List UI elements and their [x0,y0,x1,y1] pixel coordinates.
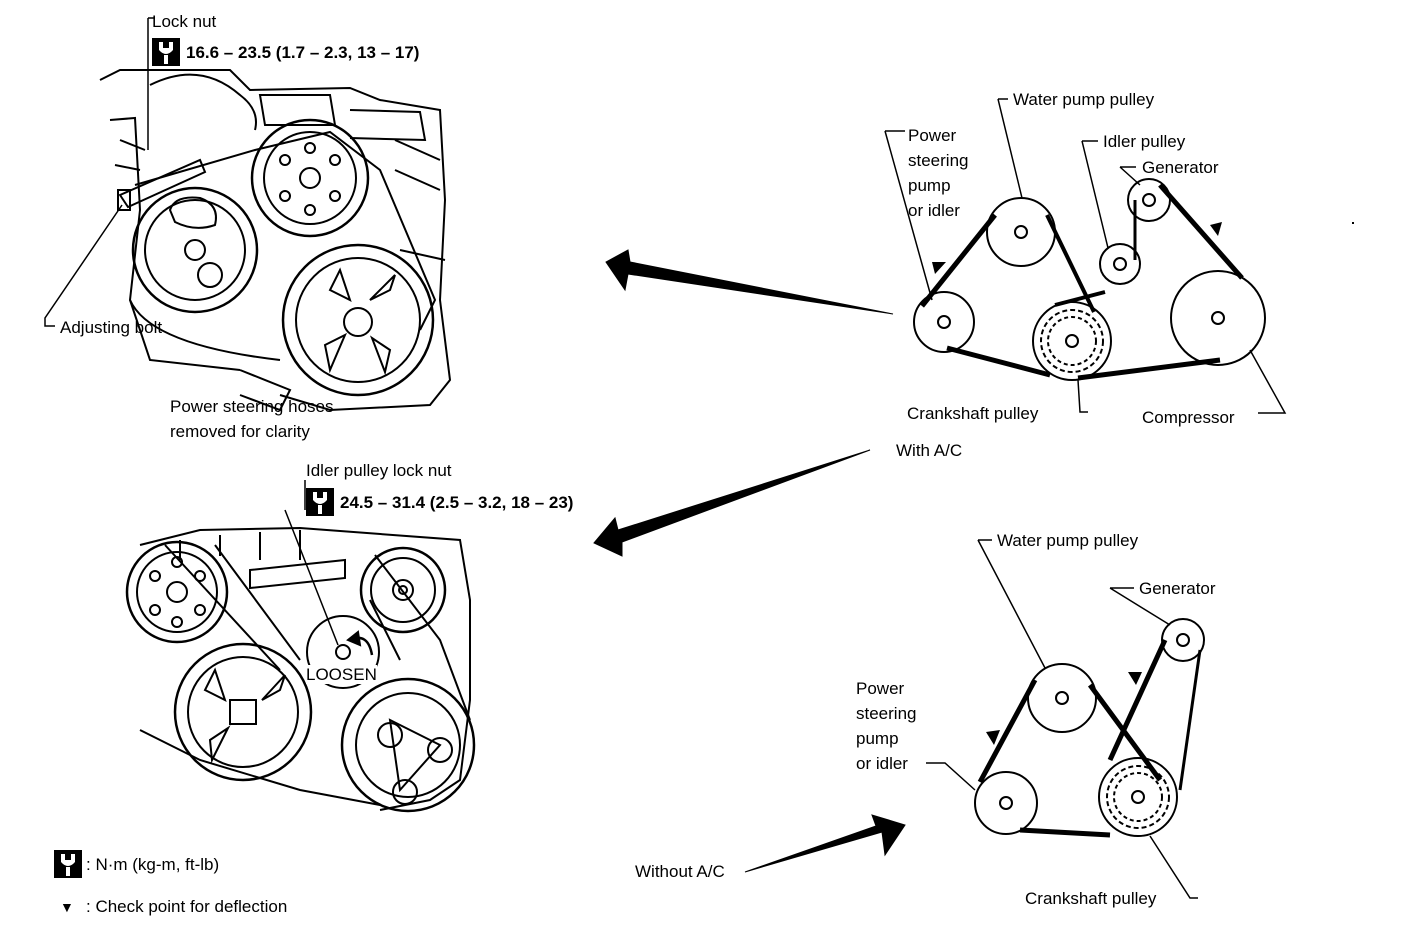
pointer-arrow-icon-3 [744,814,906,873]
deflection-triangle-icon-2 [1210,222,1222,236]
lock-nut-torque: 16.6 – 23.5 (1.7 – 2.3, 13 – 17) [186,43,420,62]
with-ac-belt-diagram [884,98,1287,414]
with-ac-caption: With A/C [896,441,963,460]
lower-engine-illustration [125,480,476,813]
wrench-torque-icon [152,38,180,66]
deflection-triangle-icon [932,262,946,274]
wac-water-pump-label: Water pump pulley [1013,90,1155,109]
idler-lock-nut-label: Idler pulley lock nut [306,461,452,480]
upper-engine-illustration [44,17,452,412]
wac-generator-label: Generator [1142,158,1219,177]
legend-deflection-text: : Check point for deflection [86,897,288,916]
legend-torque-unit: : N·m (kg-m, ft-lb) [86,855,220,874]
woac-water-pump-label: Water pump pulley [997,531,1139,550]
pointer-arrows [593,249,906,873]
wac-power-steering-label: Power steering pump or idler [908,126,969,220]
pointer-arrow-icon [605,249,894,315]
wac-idler-pulley-label: Idler pulley [1103,132,1186,151]
deflection-triangle-icon-4 [1128,672,1142,685]
hoses-note-line1: Power steering hoses [170,397,334,416]
woac-generator-label: Generator [1139,579,1216,598]
legend-deflection-symbol: ▼ [60,899,74,915]
lock-nut-label: Lock nut [152,12,217,31]
deflection-marks-with-ac [932,222,1222,274]
adjusting-bolt-label: Adjusting bolt [60,318,163,337]
idler-lock-nut-torque: 24.5 – 31.4 (2.5 – 3.2, 18 – 23) [340,493,574,512]
without-ac-caption: Without A/C [635,862,725,881]
pointer-arrow-icon-2 [593,449,871,557]
wac-crankshaft-label: Crankshaft pulley [907,404,1039,423]
without-ac-belt-diagram [926,539,1205,899]
deflection-marks-without-ac [986,672,1142,745]
wrench-torque-icon-lower [306,488,334,516]
woac-crankshaft-label: Crankshaft pulley [1025,889,1157,908]
loosen-label: LOOSEN [306,665,377,684]
legend-wrench-icon [54,850,82,878]
deflection-triangle-icon-3 [986,730,1000,745]
woac-power-steering-label: Power steering pump or idler [856,679,917,773]
hoses-note-line2: removed for clarity [170,422,310,441]
loosen-arrow-icon [346,630,362,647]
wac-compressor-label: Compressor [1142,408,1235,427]
